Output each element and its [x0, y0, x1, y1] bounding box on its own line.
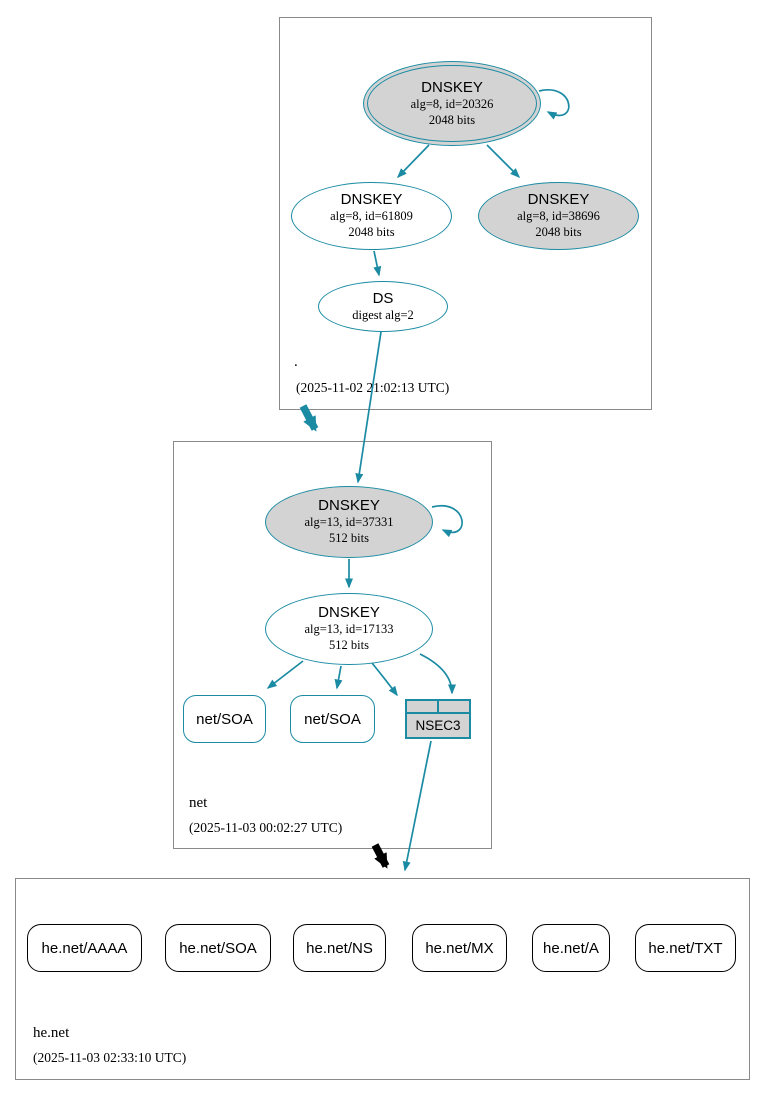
nsec3-header-cells [407, 701, 469, 714]
node-net-soa-1[interactable]: net/SOA [183, 695, 266, 743]
node-net-ksk-dnskey[interactable]: DNSKEY alg=13, id=37331 512 bits [265, 486, 433, 558]
zone-timestamp-net: (2025-11-03 00:02:27 UTC) [189, 820, 343, 835]
zone-label-henet: he.net [33, 1025, 70, 1041]
rrset-label: net/SOA [196, 710, 253, 728]
rrset-label: he.net/AAAA [41, 939, 128, 957]
node-detail-alg: alg=8, id=20326 [410, 96, 494, 111]
nsec3-cell-left [407, 701, 437, 712]
node-detail-alg: alg=13, id=37331 [304, 515, 394, 530]
node-net-zsk-dnskey[interactable]: DNSKEY alg=13, id=17133 512 bits [265, 593, 433, 665]
zone-label-net: net [189, 795, 208, 811]
node-root-ksk-dnskey[interactable]: DNSKEY alg=8, id=20326 2048 bits [363, 61, 541, 146]
node-detail-alg: alg=8, id=61809 [330, 209, 413, 224]
node-detail-alg: alg=13, id=17133 [304, 622, 394, 637]
node-title: DNSKEY [527, 191, 590, 209]
node-detail-bits: 2048 bits [535, 225, 582, 239]
rrset-label: he.net/TXT [648, 939, 723, 957]
node-detail-bits: 2048 bits [348, 225, 395, 239]
nsec3-label: NSEC3 [415, 718, 461, 733]
rrset-label: he.net/A [543, 939, 599, 957]
rrset-label: he.net/NS [306, 939, 373, 957]
zone-label-root: . [294, 354, 298, 370]
zone-timestamp-root: (2025-11-02 21:02:13 UTC) [296, 380, 450, 395]
rrset-label: he.net/MX [425, 939, 494, 957]
rrset-label: he.net/SOA [179, 939, 257, 957]
rrset-label: net/SOA [304, 710, 361, 728]
node-title: DNSKEY [318, 497, 380, 515]
node-net-soa-2[interactable]: net/SOA [290, 695, 375, 743]
zone-box-root [279, 17, 652, 410]
node-henet-txt[interactable]: he.net/TXT [635, 924, 736, 972]
node-detail-bits: 2048 bits [428, 112, 476, 127]
node-root-key3-dnskey[interactable]: DNSKEY alg=8, id=38696 2048 bits [478, 182, 639, 250]
node-detail-alg: alg=8, id=38696 [517, 209, 600, 224]
node-root-zsk-dnskey[interactable]: DNSKEY alg=8, id=61809 2048 bits [291, 182, 452, 250]
node-henet-soa[interactable]: he.net/SOA [165, 924, 271, 972]
node-title: DNSKEY [340, 191, 403, 209]
node-net-nsec3[interactable]: NSEC3 [405, 699, 471, 739]
node-title: DNSKEY [421, 78, 483, 96]
nsec3-cell-right [437, 701, 469, 712]
node-title: DS [372, 289, 394, 307]
node-henet-a[interactable]: he.net/A [532, 924, 610, 972]
node-henet-aaaa[interactable]: he.net/AAAA [27, 924, 142, 972]
zone-box-henet [15, 878, 750, 1080]
node-henet-ns[interactable]: he.net/NS [293, 924, 386, 972]
node-henet-mx[interactable]: he.net/MX [412, 924, 507, 972]
node-title: DNSKEY [318, 604, 380, 622]
node-detail-bits: 512 bits [329, 638, 369, 652]
zone-timestamp-henet: (2025-11-03 02:33:10 UTC) [33, 1050, 187, 1065]
node-detail-bits: 512 bits [329, 531, 369, 545]
node-root-ds[interactable]: DS digest alg=2 [318, 281, 448, 332]
zone-box-net [173, 441, 492, 849]
node-detail-digest: digest alg=2 [352, 307, 414, 322]
